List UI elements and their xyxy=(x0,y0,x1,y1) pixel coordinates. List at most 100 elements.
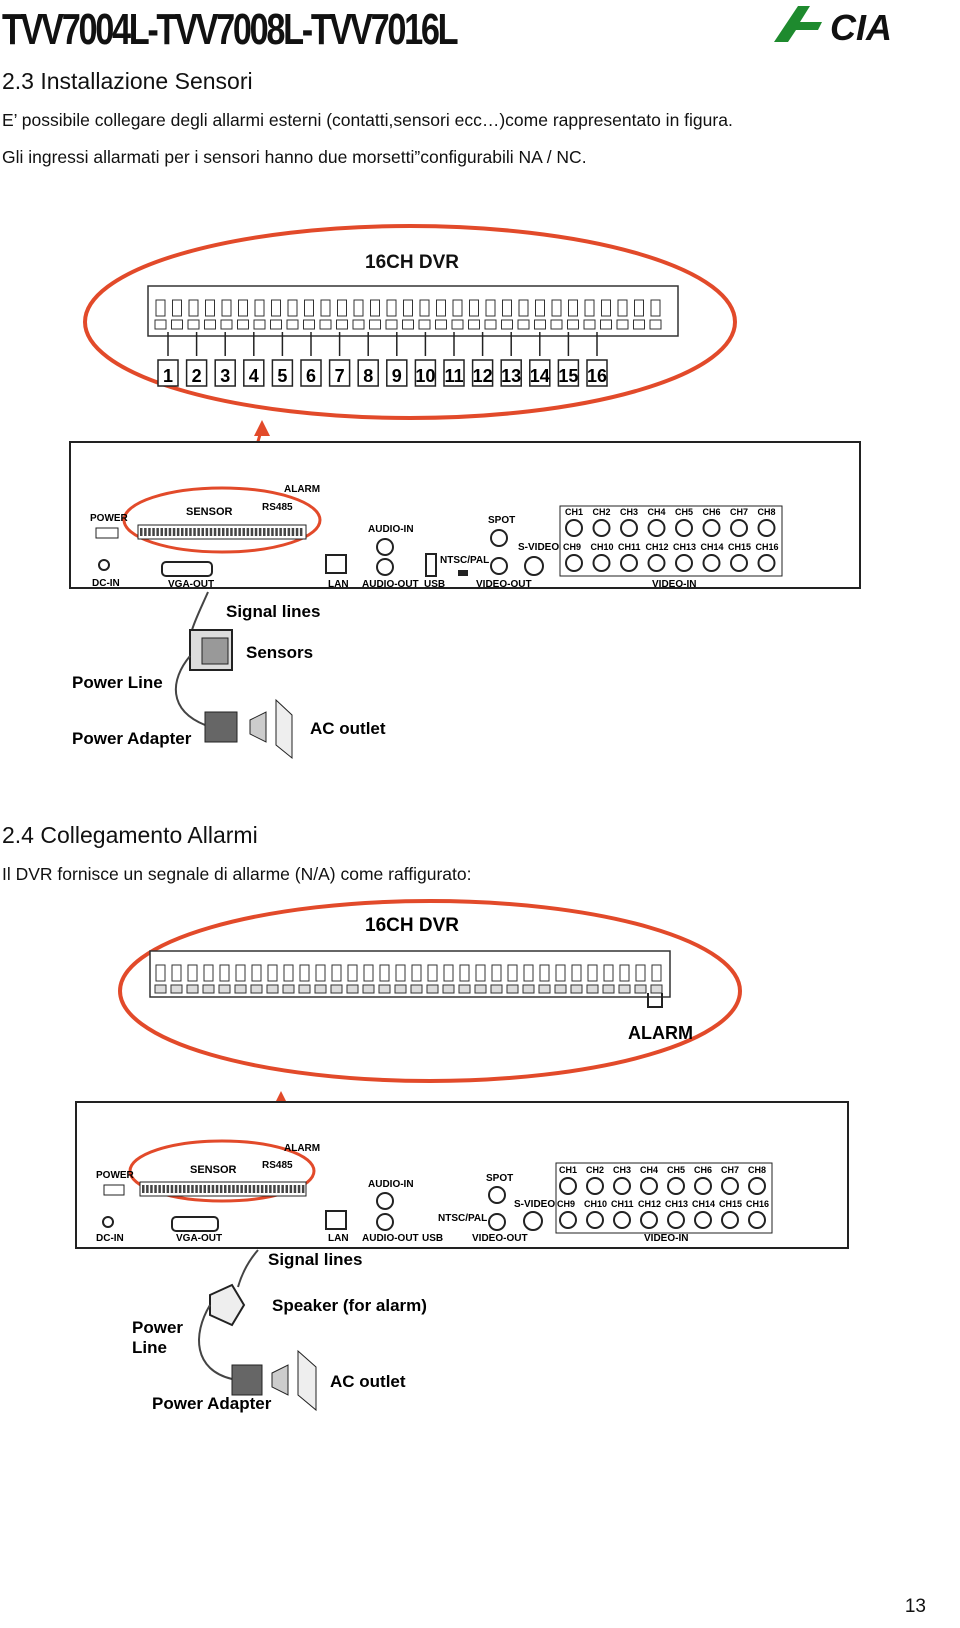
sensor-number: 15 xyxy=(558,366,578,386)
terminal-screw xyxy=(385,319,398,330)
bnc-connector xyxy=(592,554,611,572)
terminal-pin xyxy=(427,964,438,982)
terminal-screw xyxy=(506,984,519,994)
bnc-connector xyxy=(565,554,583,572)
channel-label: CH7 xyxy=(730,507,748,517)
svg-text:USB: USB xyxy=(424,579,445,590)
sensor-number-box xyxy=(214,359,236,387)
terminal-pin xyxy=(304,299,314,317)
svg-text:DC-IN: DC-IN xyxy=(92,578,120,589)
sensor-number: 1 xyxy=(163,366,173,386)
terminal-screw xyxy=(468,319,480,330)
terminal-screw xyxy=(330,984,343,994)
sensor-number: 6 xyxy=(306,366,316,386)
bnc-connector xyxy=(694,1211,712,1229)
terminal-pin xyxy=(619,964,630,982)
svg-text:POWER: POWER xyxy=(90,513,129,524)
bnc-connector xyxy=(559,1177,577,1195)
bnc-connector xyxy=(675,519,693,537)
bnc-connector xyxy=(675,554,693,572)
terminal-screw xyxy=(286,319,299,330)
channel-label: CH15 xyxy=(728,542,751,552)
channel-label: CH14 xyxy=(701,542,724,552)
terminal-screw xyxy=(170,984,183,994)
sensor-number-box xyxy=(328,359,351,387)
terminal-pin xyxy=(535,299,545,317)
bnc-connector xyxy=(721,1177,739,1195)
bnc-connector xyxy=(620,519,638,537)
paragraph-line: Gli ingressi allarmati per i sensori han… xyxy=(2,147,587,167)
channel-label: CH9 xyxy=(563,542,581,552)
channel-label: CH7 xyxy=(721,1165,739,1175)
channel-label: CH2 xyxy=(586,1165,604,1175)
terminal-screw xyxy=(204,319,216,330)
svg-text:AUDIO-IN: AUDIO-IN xyxy=(368,524,414,535)
terminal-screw xyxy=(490,984,503,994)
channel-label: CH16 xyxy=(746,1199,769,1209)
svg-text:RS485: RS485 xyxy=(262,502,293,513)
terminal-screw xyxy=(154,984,167,994)
terminal-pin xyxy=(436,299,446,317)
terminal-pin xyxy=(555,964,566,982)
terminal-pin xyxy=(155,964,166,982)
terminal-pin xyxy=(634,299,644,317)
sensor-number: 14 xyxy=(530,366,550,386)
terminal-pin xyxy=(419,299,430,317)
bnc-connector xyxy=(647,519,666,537)
terminal-pin xyxy=(411,964,422,982)
svg-text:S-VIDEO: S-VIDEO xyxy=(518,542,559,553)
sensor-number-box xyxy=(271,359,294,387)
sensor-number: 16 xyxy=(587,366,607,386)
svg-text:AC outlet: AC outlet xyxy=(330,1372,406,1391)
sensor-number-box xyxy=(443,359,465,387)
terminal-pin xyxy=(459,964,470,982)
terminal-screw xyxy=(435,319,447,330)
channel-label: CH4 xyxy=(648,507,666,517)
terminal-screw xyxy=(171,319,183,330)
bnc-connector xyxy=(702,519,721,537)
terminal-pin xyxy=(320,299,331,317)
terminal-pin xyxy=(601,299,611,317)
terminal-screw xyxy=(303,319,315,330)
bnc-connector xyxy=(647,554,666,572)
svg-text:VIDEO-IN: VIDEO-IN xyxy=(652,579,696,590)
terminal-pin xyxy=(235,964,246,982)
terminal-screw xyxy=(583,319,596,330)
terminal-screw xyxy=(218,984,231,994)
terminal-pin xyxy=(379,964,390,982)
terminal-pin xyxy=(443,964,454,982)
terminal-screw xyxy=(298,984,311,994)
terminal-pin xyxy=(502,299,512,317)
terminal-pin xyxy=(518,299,529,317)
alarm-wiring-diagram: 16CH DVR ALARM POWER DC-IN SENSOR RS485 … xyxy=(75,899,849,1413)
channel-label: CH11 xyxy=(618,542,641,552)
sensor-highlight-ellipse xyxy=(128,1139,316,1203)
bnc-connector xyxy=(667,1211,685,1229)
channel-label: CH3 xyxy=(613,1165,631,1175)
terminal-pin xyxy=(485,299,496,317)
ac-outlet-icon xyxy=(297,1349,317,1412)
terminal-pin xyxy=(267,964,278,982)
terminal-screw xyxy=(426,984,439,994)
svg-text:RS485: RS485 xyxy=(262,1160,293,1171)
svg-text:SENSOR: SENSOR xyxy=(190,1164,237,1176)
terminal-pin xyxy=(347,964,358,982)
dvr-rear-panel xyxy=(69,441,861,589)
power-adapter-icon xyxy=(204,711,238,743)
ac-outlet-icon xyxy=(275,698,293,760)
bnc-connector xyxy=(613,1177,631,1195)
terminal-pin xyxy=(386,299,397,317)
zoom-ellipse xyxy=(83,224,737,420)
sensor-number-box xyxy=(300,359,322,387)
channel-label: CH4 xyxy=(640,1165,658,1175)
terminal-pin xyxy=(568,299,578,317)
svg-text:SENSOR: SENSOR xyxy=(186,506,233,518)
bnc-connector xyxy=(667,1177,685,1195)
terminal-screw xyxy=(378,984,391,994)
terminal-screw xyxy=(451,319,464,330)
svg-text:VGA-OUT: VGA-OUT xyxy=(168,579,214,590)
terminal-pin xyxy=(155,299,166,317)
bnc-connector xyxy=(730,554,748,572)
terminal-pin xyxy=(287,299,298,317)
